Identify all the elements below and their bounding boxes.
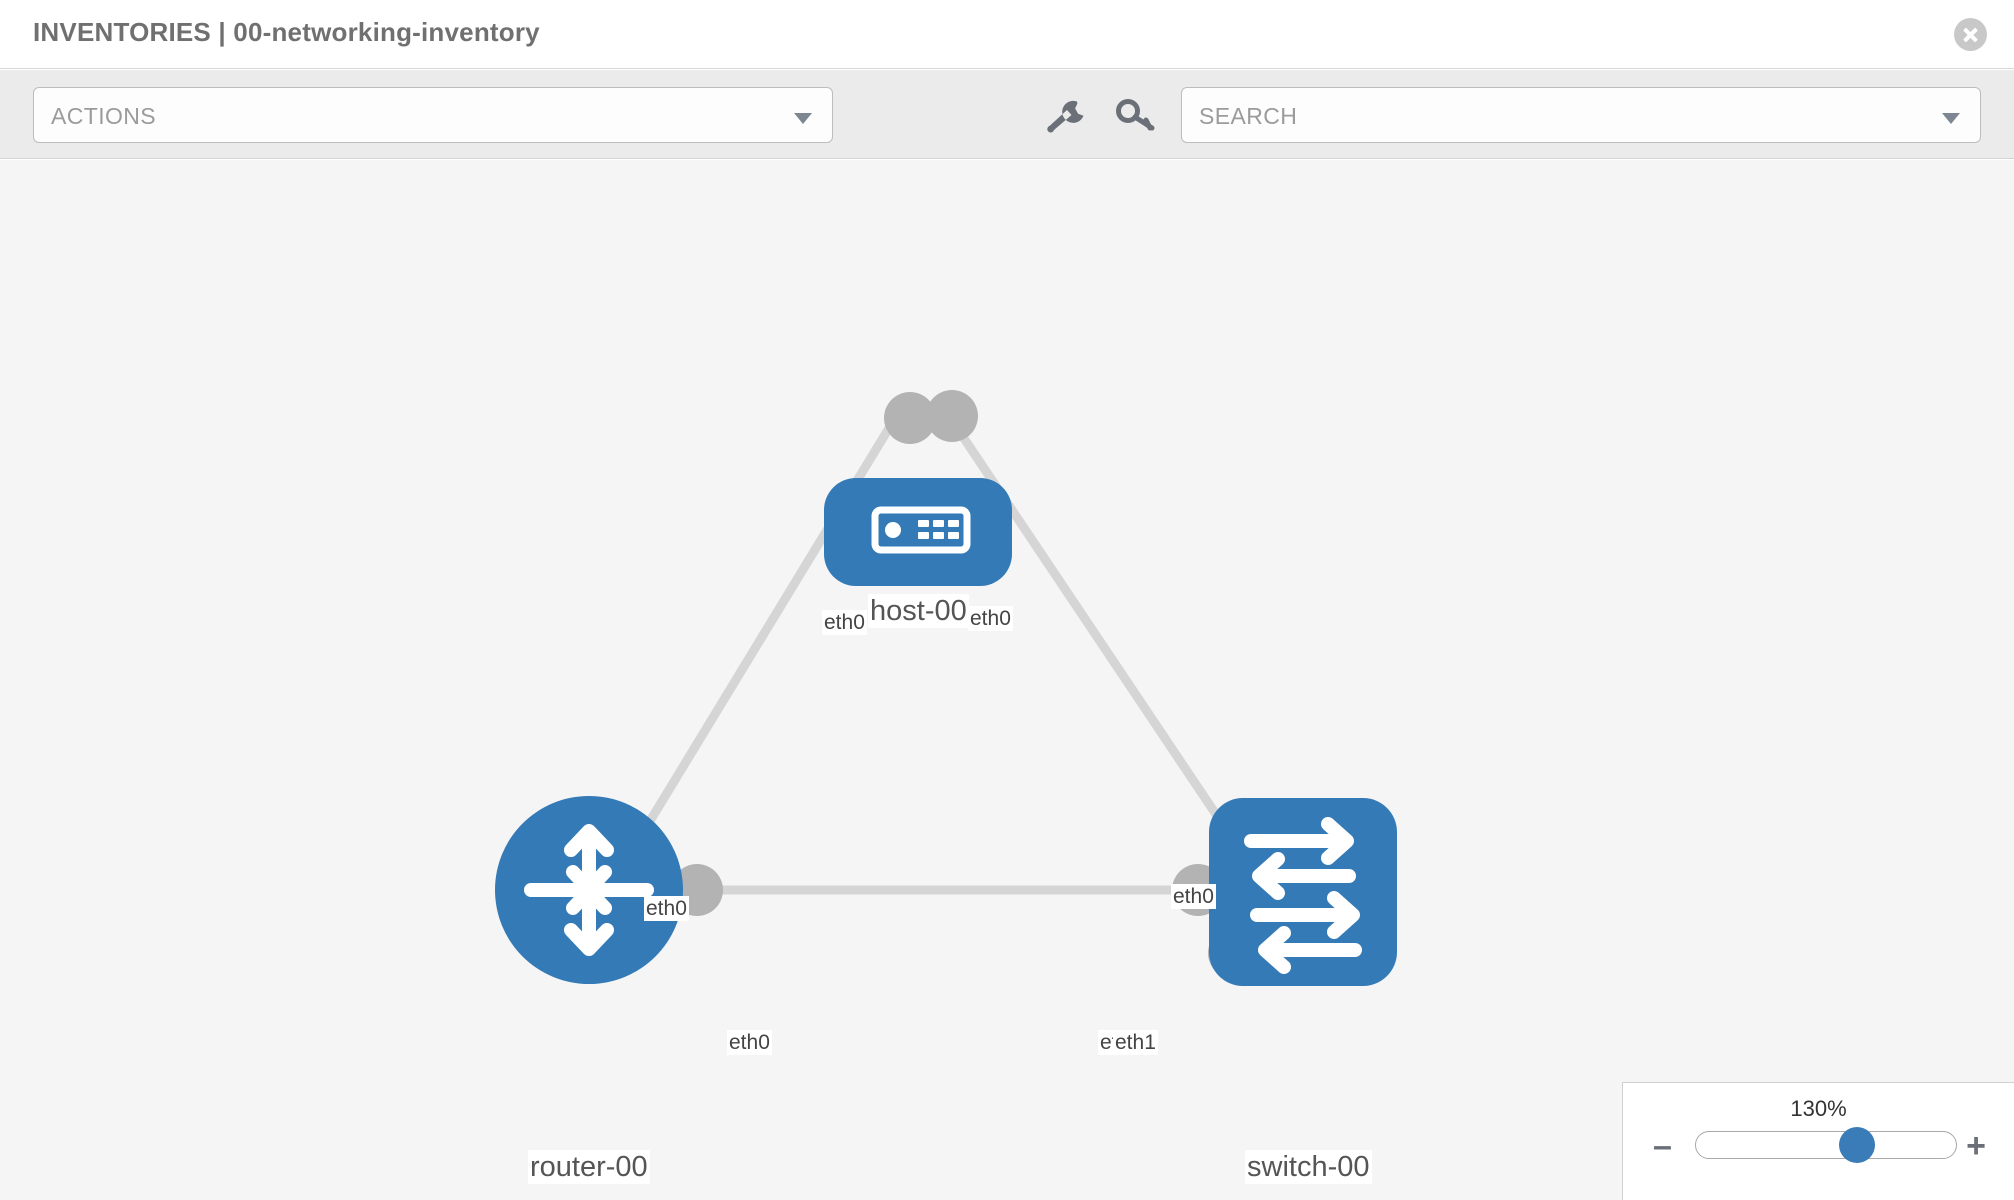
chevron-down-icon [794,113,812,124]
topology-graph [495,390,1397,986]
close-icon[interactable] [1954,18,1987,51]
zoom-in-button[interactable]: + [1966,1127,1986,1165]
interface-host-left [884,392,936,444]
node-host-00 [824,478,1012,586]
zoom-control: 130% – + [1622,1082,2014,1200]
interface-label-host-left: eth0 [822,610,867,635]
page-title: INVENTORIES | 00-networking-inventory [33,17,540,47]
search-input[interactable]: SEARCH [1181,87,1981,143]
interface-label-router-up: eth0 [644,896,689,921]
interface-label-switch-up: eth0 [1171,884,1216,909]
page-header: INVENTORIES | 00-networking-inventory [0,0,2014,69]
zoom-slider-track[interactable] [1695,1127,1957,1163]
zoom-out-button[interactable]: – [1653,1127,1672,1165]
wrench-icon[interactable] [1047,98,1087,134]
search-placeholder: SEARCH [1199,103,1298,129]
actions-dropdown[interactable]: ACTIONS [33,87,833,143]
zoom-percent-label: 130% [1790,1096,1847,1121]
chevron-down-icon [1942,113,1960,124]
actions-dropdown-label: ACTIONS [51,103,157,129]
interface-host-right [926,390,978,442]
interface-label-host-right: eth0 [968,606,1013,631]
zoom-slider-thumb[interactable] [1839,1127,1876,1163]
topology-canvas[interactable]: host-00 router-00 switch-00 eth0 eth0 et… [0,160,2014,1200]
node-label-router-00: router-00 [528,1150,650,1184]
node-router-00 [495,796,683,984]
toolbar: ACTIONS SEARCH [0,70,2014,159]
node-label-switch-00: switch-00 [1245,1150,1372,1184]
interface-label-switch-left: eth1 [1113,1030,1158,1055]
interface-label-router-right: eth0 [727,1030,772,1055]
key-icon[interactable] [1116,98,1156,134]
node-switch-00 [1209,798,1397,986]
node-label-host-00: host-00 [868,594,969,628]
